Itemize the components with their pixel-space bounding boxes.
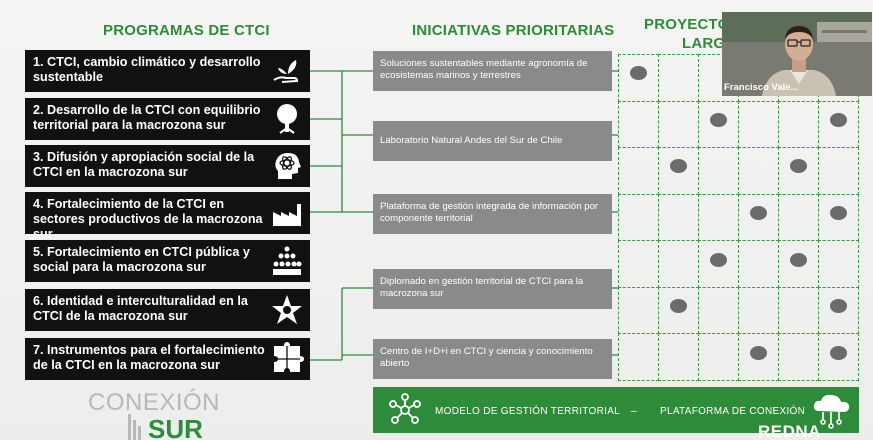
programa-label: 4. Fortalecimiento de la CTCI en sectore… xyxy=(33,197,278,242)
matrix-cell xyxy=(618,147,659,195)
star-people-icon xyxy=(270,293,304,327)
matrix-dot xyxy=(830,206,847,220)
hand-plant-icon xyxy=(270,54,304,88)
matrix-dot xyxy=(670,299,687,313)
iniciativa-3: Plataforma de gestión integrada de infor… xyxy=(373,194,612,234)
header-proyectos-line2: LARG xyxy=(682,35,725,52)
conexion-sur-logo-sur: SUR xyxy=(148,414,203,440)
programa-7: 7. Instrumentos para el fortalecimiento … xyxy=(25,338,310,380)
matrix-dot xyxy=(790,253,807,267)
head-atom-icon xyxy=(270,149,304,183)
matrix-cell xyxy=(738,147,779,195)
matrix-cell xyxy=(618,194,659,242)
matrix-cell xyxy=(778,287,819,335)
programa-3: 3. Difusión y apropiación social de la C… xyxy=(25,145,310,187)
matrix-cell xyxy=(818,240,859,288)
programa-label: 3. Difusión y apropiación social de la C… xyxy=(33,150,278,180)
header-iniciativas: INICIATIVAS PRIORITARIAS xyxy=(412,22,614,39)
iniciativa-4: Diplomado en gestión territorial de CTCI… xyxy=(373,269,612,309)
header-programas: PROGRAMAS DE CTCI xyxy=(103,22,270,39)
matrix-cell xyxy=(738,240,779,288)
programa-label: 7. Instrumentos para el fortalecimiento … xyxy=(33,343,278,373)
factory-icon xyxy=(270,196,304,230)
programa-label: 5. Fortalecimiento en CTCI pública y soc… xyxy=(33,245,278,275)
matrix-cell xyxy=(698,194,739,242)
participant-name: Francisco Vale... xyxy=(724,82,798,93)
logo-bars-graphic xyxy=(128,414,146,440)
matrix-dot xyxy=(670,159,687,173)
matrix-dot xyxy=(830,299,847,313)
matrix-dot xyxy=(710,113,727,127)
matrix-cell xyxy=(738,287,779,335)
matrix-dot xyxy=(790,159,807,173)
matrix-dot xyxy=(830,346,847,360)
participant-video-tile[interactable]: Francisco Vale... xyxy=(722,12,872,96)
iniciativa-5: Centro de I+D+i en CTCI y ciencia y cono… xyxy=(373,339,612,379)
bottom-banner-left-text: MODELO DE GESTIÓN TERRITORIAL xyxy=(435,406,620,417)
bottom-banner-separator: – xyxy=(631,406,637,417)
matrix-dot xyxy=(830,113,847,127)
matrix-cell xyxy=(618,240,659,288)
matrix-cell xyxy=(658,240,699,288)
matrix-dot xyxy=(710,253,727,267)
matrix-dot xyxy=(630,66,647,80)
programa-5: 5. Fortalecimiento en CTCI pública y soc… xyxy=(25,240,310,282)
project-matrix xyxy=(618,54,858,380)
matrix-cell xyxy=(618,101,659,149)
puzzle-icon xyxy=(270,342,304,376)
programa-label: 1. CTCI, cambio climático y desarrollo s… xyxy=(33,55,278,85)
iniciativa-2: Laboratorio Natural Andes del Sur de Chi… xyxy=(373,121,612,161)
programa-4: 4. Fortalecimiento de la CTCI en sectore… xyxy=(25,192,310,234)
matrix-cell xyxy=(658,333,699,381)
matrix-cell xyxy=(778,333,819,381)
programa-1: 1. CTCI, cambio climático y desarrollo s… xyxy=(25,50,310,92)
iniciativa-1: Soluciones sustentables mediante agronom… xyxy=(373,51,612,91)
matrix-cell xyxy=(658,54,699,102)
matrix-cell xyxy=(698,287,739,335)
matrix-cell xyxy=(698,147,739,195)
bottom-banner-right-text: PLATAFORMA DE CONEXIÓN xyxy=(660,406,805,417)
matrix-cell xyxy=(698,333,739,381)
matrix-cell xyxy=(778,194,819,242)
matrix-cell xyxy=(618,287,659,335)
matrix-dot xyxy=(750,206,767,220)
header-proyectos-line1: PROYECTO xyxy=(644,16,730,33)
people-group-icon xyxy=(270,244,304,278)
matrix-dot xyxy=(750,346,767,360)
matrix-cell xyxy=(658,194,699,242)
tree-icon xyxy=(270,102,304,136)
programa-label: 2. Desarrollo de la CTCI con equilibrio … xyxy=(33,103,278,133)
partner-logo: REDNA xyxy=(758,422,821,440)
programa-6: 6. Identidad e interculturalidad en la C… xyxy=(25,289,310,331)
matrix-cell xyxy=(658,101,699,149)
programa-label: 6. Identidad e interculturalidad en la C… xyxy=(33,294,278,324)
matrix-cell xyxy=(738,101,779,149)
conexion-sur-logo-text: CONEXIÓN xyxy=(88,389,220,417)
programa-2: 2. Desarrollo de la CTCI con equilibrio … xyxy=(25,98,310,140)
iniciativa-label: Laboratorio Natural Andes del Sur de Chi… xyxy=(380,135,562,147)
network-icon xyxy=(387,392,423,428)
matrix-cell xyxy=(818,147,859,195)
matrix-cell xyxy=(778,101,819,149)
matrix-cell xyxy=(618,333,659,381)
